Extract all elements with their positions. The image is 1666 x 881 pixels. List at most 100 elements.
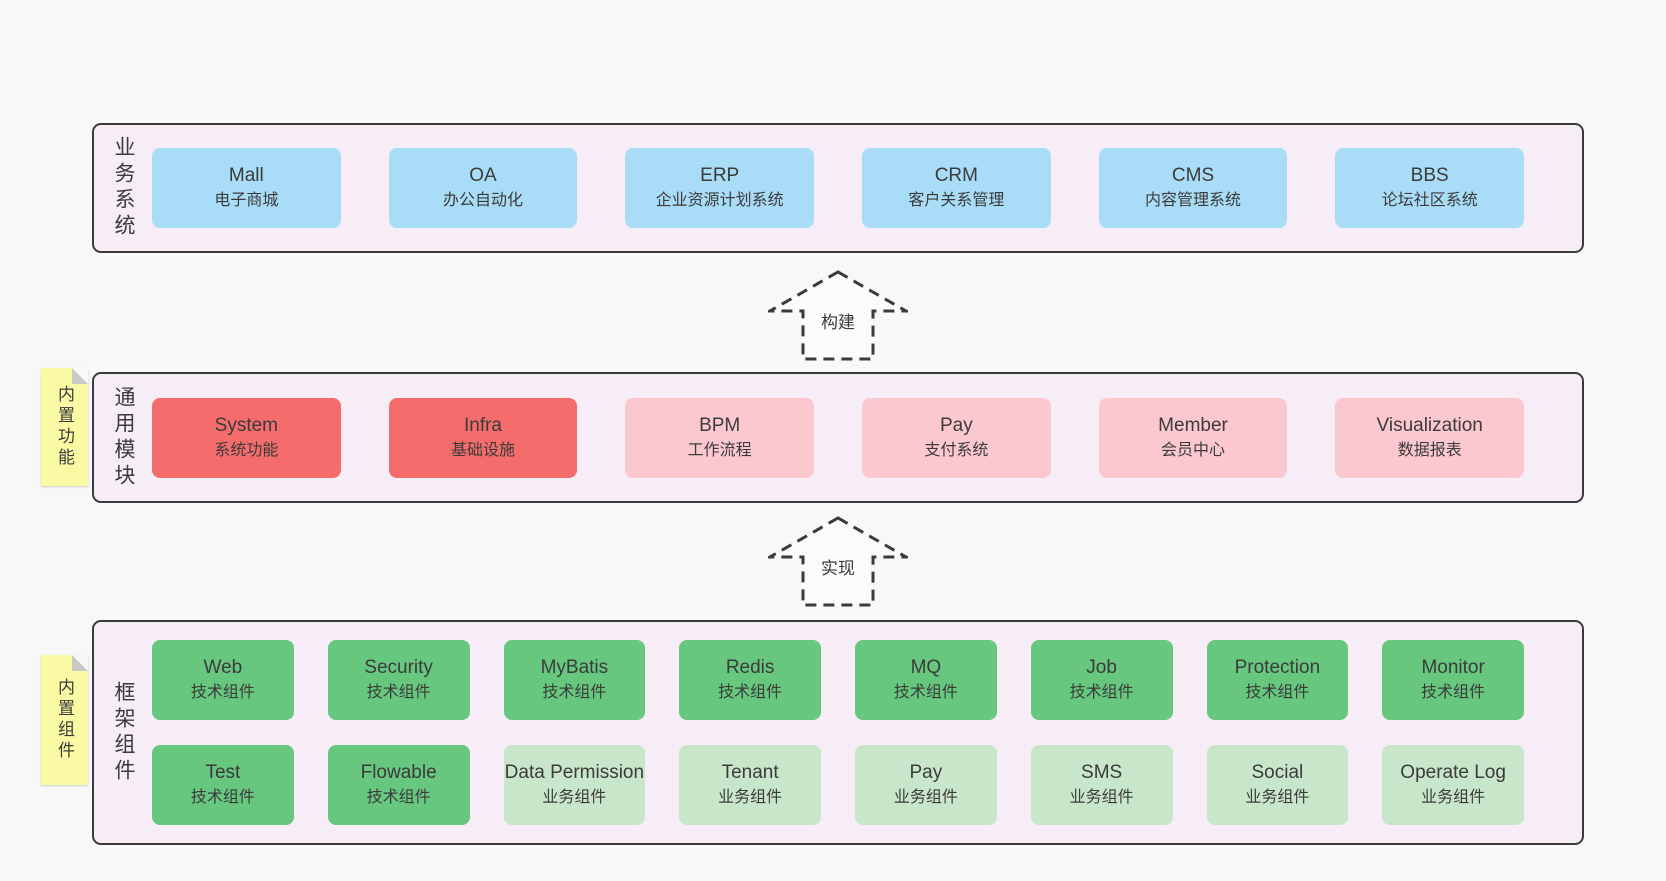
box-title: Visualization	[1376, 414, 1483, 436]
arrow-implement-label-text: 实现	[818, 558, 858, 579]
box-title: Job	[1086, 657, 1117, 678]
box-visualization: Visualization 数据报表	[1335, 397, 1525, 478]
box-title: CMS	[1171, 165, 1215, 186]
box-title: Protection	[1234, 657, 1321, 678]
box-security: Security 技术组件	[327, 640, 470, 720]
box-subtitle: 内容管理系统	[1145, 192, 1242, 209]
box-subtitle: 技术组件	[190, 684, 255, 701]
box-subtitle: 业务组件	[718, 789, 783, 806]
box-subtitle: 技术组件	[190, 789, 255, 806]
box-title: Tenant	[721, 762, 779, 783]
box-subtitle: 支付系统	[924, 441, 989, 459]
box-subtitle: 客户关系管理	[908, 192, 1005, 209]
box-operate-log: Operate Log 业务组件	[1382, 745, 1524, 825]
box-subtitle: 办公自动化	[443, 192, 524, 209]
box-subtitle: 业务组件	[1069, 789, 1134, 806]
box-subtitle: 工作流程	[687, 441, 752, 459]
box-subtitle: 业务组件	[893, 789, 958, 806]
box-title: BBS	[1410, 165, 1449, 186]
note-text: 内置功能	[55, 385, 74, 469]
box-title: Redis	[725, 657, 775, 678]
box-mq: MQ 技术组件	[855, 640, 997, 720]
box-erp: ERP 企业资源计划系统	[625, 148, 815, 228]
box-subtitle: 技术组件	[366, 789, 431, 806]
box-subtitle: 电子商城	[214, 192, 279, 209]
box-title: Social	[1251, 762, 1304, 783]
box-redis: Redis 技术组件	[679, 640, 821, 720]
band-business-systems: 业务系统 Mall 电子商城 OA 办公自动化 ERP 企业资源计划系统 CRM…	[92, 123, 1584, 253]
box-title: Operate Log	[1400, 762, 1506, 783]
folded-corner-icon	[72, 368, 88, 384]
box-subtitle: 技术组件	[1245, 684, 1310, 701]
box-subtitle: 数据报表	[1397, 441, 1462, 459]
band-common-modules: 通用模块 System 系统功能 Infra 基础设施 BPM 工作流程 Pay…	[92, 372, 1584, 503]
box-title: Security	[364, 657, 433, 678]
box-monitor: Monitor 技术组件	[1382, 640, 1524, 720]
box-bpm: BPM 工作流程	[625, 397, 815, 478]
arrow-implement-label: 实现	[768, 554, 908, 579]
box-system: System 系统功能	[152, 397, 341, 478]
box-flowable: Flowable 技术组件	[327, 745, 470, 825]
box-protection: Protection 技术组件	[1206, 640, 1349, 720]
box-title: Mall	[228, 165, 264, 186]
box-subtitle: 业务组件	[1421, 789, 1486, 806]
box-subtitle: 技术组件	[366, 684, 431, 701]
band-label-framework-components: 框架组件	[112, 680, 135, 785]
band-label-common-modules: 通用模块	[112, 385, 135, 490]
box-crm: CRM 客户关系管理	[862, 148, 1051, 228]
box-title: Test	[205, 762, 241, 783]
note-built-in-components: 内置组件	[41, 655, 88, 785]
box-data-permission: Data Permission 业务组件	[503, 745, 646, 825]
box-infra: Infra 基础设施	[388, 397, 578, 478]
box-subtitle: 基础设施	[451, 441, 516, 459]
box-title: MyBatis	[540, 657, 609, 678]
box-subtitle: 技术组件	[718, 684, 783, 701]
box-title: Web	[203, 657, 243, 678]
box-bbs: BBS 论坛社区系统	[1335, 148, 1525, 228]
arrow-build-label-text: 构建	[818, 312, 858, 333]
box-subtitle: 企业资源计划系统	[655, 192, 784, 209]
box-title: System	[214, 414, 279, 436]
box-title: Member	[1158, 414, 1228, 436]
box-job: Job 技术组件	[1030, 640, 1173, 720]
box-title: Infra	[463, 414, 503, 436]
box-test: Test 技术组件	[152, 745, 294, 825]
box-title: ERP	[700, 165, 740, 186]
box-title: CRM	[934, 165, 978, 186]
box-title: Flowable	[360, 762, 437, 783]
box-cms: CMS 内容管理系统	[1098, 148, 1288, 228]
box-subtitle: 技术组件	[893, 684, 958, 701]
box-sms: SMS 业务组件	[1030, 745, 1173, 825]
box-title: Data Permission	[504, 762, 645, 783]
box-member: Member 会员中心	[1098, 397, 1288, 478]
box-subtitle: 技术组件	[1069, 684, 1134, 701]
note-built-in-features: 内置功能	[41, 368, 88, 486]
band-label-business-systems: 业务系统	[112, 136, 135, 240]
box-subtitle: 业务组件	[1245, 789, 1310, 806]
box-title: Monitor	[1421, 657, 1485, 678]
arrow-build: 构建	[768, 270, 908, 362]
box-title: Pay	[909, 762, 943, 783]
box-title: MQ	[910, 657, 942, 678]
arrow-build-label: 构建	[768, 308, 908, 333]
box-mybatis: MyBatis 技术组件	[503, 640, 646, 720]
folded-corner-icon	[72, 655, 88, 671]
box-subtitle: 技术组件	[1421, 684, 1486, 701]
box-web: Web 技术组件	[152, 640, 294, 720]
box-social: Social 业务组件	[1206, 745, 1349, 825]
box-subtitle: 论坛社区系统	[1381, 192, 1478, 209]
box-pay-business: Pay 业务组件	[855, 745, 997, 825]
box-title: Pay	[939, 414, 973, 436]
box-pay: Pay 支付系统	[862, 397, 1051, 478]
box-title: OA	[469, 165, 497, 186]
note-text: 内置组件	[55, 678, 74, 762]
arrow-implement: 实现	[768, 516, 908, 608]
box-subtitle: 系统功能	[214, 441, 279, 459]
box-tenant: Tenant 业务组件	[679, 745, 821, 825]
box-title: BPM	[699, 414, 741, 436]
band-framework-components: 框架组件 Web 技术组件 Security 技术组件 MyBatis 技术组件…	[92, 620, 1584, 845]
box-mall: Mall 电子商城	[152, 148, 341, 228]
box-subtitle: 业务组件	[542, 789, 607, 806]
box-subtitle: 会员中心	[1161, 441, 1226, 459]
